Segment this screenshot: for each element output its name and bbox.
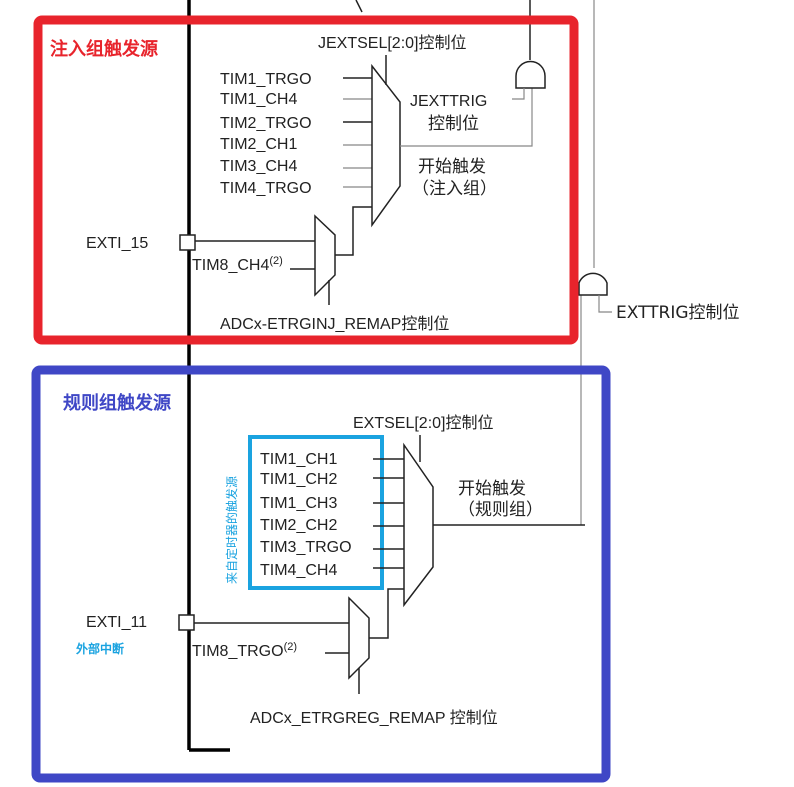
regular-remap-mux <box>348 596 370 680</box>
regular-input: TIM4_CH4 <box>260 562 337 579</box>
injected-input: TIM2_CH1 <box>220 136 297 153</box>
exti15-label: EXTI_15 <box>86 235 148 252</box>
injected-input: TIM1_TRGO <box>220 71 312 88</box>
exttrig-label: EXTTRIG控制位 <box>616 303 740 323</box>
injected-start-sub-label: （注入组） <box>412 179 497 199</box>
regular-start-label: 开始触发 <box>458 479 526 499</box>
jextsel-label: JEXTSEL[2:0]控制位 <box>318 34 467 52</box>
tim8-ch4-label: TIM8_CH4(2) <box>192 255 283 274</box>
exttrig-and-gate <box>578 272 612 313</box>
injected-input: TIM4_TRGO <box>220 180 312 197</box>
injected-remap-mux <box>314 214 336 297</box>
exti11-label: EXTI_11 <box>86 614 147 631</box>
injected-remap-label: ADCx-ETRGINJ_REMAP控制位 <box>220 315 449 333</box>
timer-sources-label: 来自定时器的触发源 <box>224 476 239 584</box>
injected-group-title: 注入组触发源 <box>50 38 158 60</box>
regular-group-frame <box>31 365 611 783</box>
injected-input: TIM3_CH4 <box>220 158 297 175</box>
top-mux-fragment <box>355 0 363 13</box>
exti11-pin <box>178 614 195 631</box>
regular-remap-output <box>369 588 404 639</box>
injected-output-wire <box>400 88 533 147</box>
regular-inputs: TIM1_CH1 TIM1_CH2 TIM1_CH3 TIM2_CH2 TIM3… <box>260 451 404 579</box>
injected-mux <box>371 63 401 228</box>
regular-input: TIM1_CH3 <box>260 495 337 512</box>
jexttrig-and-gate <box>512 60 546 100</box>
exti11-note: 外部中断 <box>76 641 124 656</box>
extsel-label: EXTSEL[2:0]控制位 <box>353 414 494 432</box>
injected-group-frame <box>33 15 579 345</box>
regular-mux <box>403 442 434 608</box>
injected-input: TIM2_TRGO <box>220 115 312 132</box>
timer-sources-box <box>248 435 384 590</box>
jexttrig-label: JEXTTRIG <box>410 93 487 110</box>
regular-start-sub-label: （规则组） <box>458 500 543 520</box>
regular-input: TIM1_CH2 <box>260 471 337 488</box>
jexttrig-sub-label: 控制位 <box>428 114 479 134</box>
regular-input: TIM1_CH1 <box>260 451 337 468</box>
exti15-pin <box>179 234 196 251</box>
regular-input: TIM2_CH2 <box>260 517 337 534</box>
injected-remap-output <box>335 206 372 256</box>
injected-input: TIM1_CH4 <box>220 91 297 108</box>
tim8-trgo-label: TIM8_TRGO(2) <box>192 641 297 660</box>
regular-input: TIM3_TRGO <box>260 539 352 556</box>
regular-remap-label: ADCx_ETRGREG_REMAP 控制位 <box>250 709 498 727</box>
injected-start-label: 开始触发 <box>418 157 486 177</box>
injected-inputs: TIM1_TRGO TIM1_CH4 TIM2_TRGO TIM2_CH1 TI… <box>220 71 372 197</box>
regular-group-title: 规则组触发源 <box>63 392 171 414</box>
